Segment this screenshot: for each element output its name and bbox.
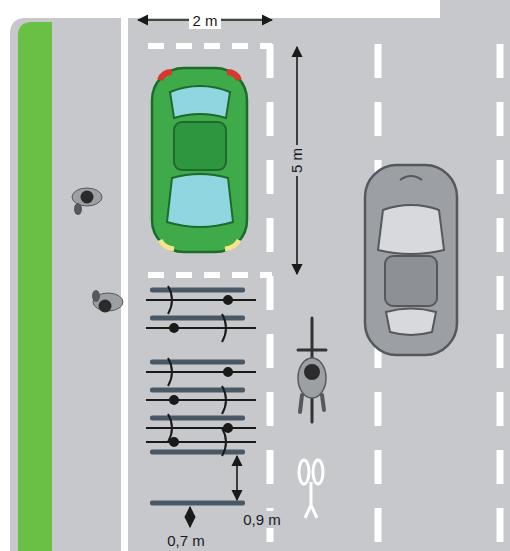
rack-bar [150,416,245,421]
dimension-label: 0,9 m [240,511,284,528]
green-strip [18,22,52,551]
rack-bar [150,450,245,455]
pedestrian [92,290,123,313]
parked-bike [146,358,256,386]
grey-car [365,165,457,355]
dimension-label: 5 m [288,144,305,175]
parked-bike [146,428,256,456]
rack-bar [150,501,245,506]
lane-lines [270,44,500,551]
dimension-arrows [138,20,297,527]
bike-racks [146,286,256,506]
parked-bike [146,414,256,442]
dimension-label: 2 m [189,12,220,29]
parking-bay [148,46,272,275]
rack-bar [150,360,245,365]
curb-line [121,18,128,551]
dimension-label: 0,7 m [164,532,208,549]
parked-bike [146,286,256,314]
green-car [152,68,247,252]
bike-marking [299,460,323,518]
cyclist [298,318,326,422]
ground [10,0,510,551]
rack-bar [150,288,245,293]
rack-bar [150,316,245,321]
pedestrian [72,188,102,215]
parked-bike [146,314,256,342]
parked-bike [146,386,256,414]
rack-bar [150,388,245,393]
